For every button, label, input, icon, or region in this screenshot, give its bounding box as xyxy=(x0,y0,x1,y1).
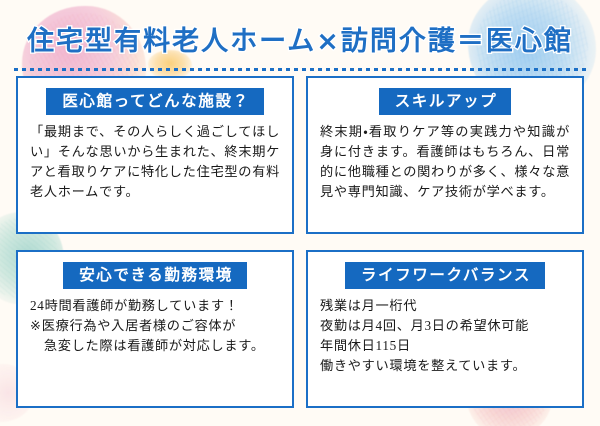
card-heading-life-work-balance: ライフワークバランス xyxy=(345,262,545,289)
card-heading-work-environment: 安心できる勤務環境 xyxy=(63,262,247,289)
card-grid: 医心館ってどんな施設？ 「最期まで、その人らしく過ごしてほしい」そんな思いから生… xyxy=(16,76,584,408)
card-heading-facility-intro: 医心館ってどんな施設？ xyxy=(46,88,264,115)
card-work-environment: 安心できる勤務環境 24時間看護師が勤務しています！ ※医療行為や入居者様のご容… xyxy=(16,250,294,408)
card-body-life-work-balance: 残業は月一桁代 夜勤は月4回、月3日の希望休可能 年間休日115日 働きやすい環… xyxy=(320,298,530,373)
card-life-work-balance: ライフワークバランス 残業は月一桁代 夜勤は月4回、月3日の希望休可能 年間休日… xyxy=(306,250,584,408)
card-skill-up: スキルアップ 終末期・看取りケア等の実践力や知識が身に付きます。看護師はもちろん… xyxy=(306,76,584,234)
card-body-skill-up: 終末期・看取りケア等の実践力や知識が身に付きます。看護師はもちろん、日常的に他職… xyxy=(320,124,570,199)
card-heading-skill-up: スキルアップ xyxy=(378,88,512,115)
card-body-work-environment: 24時間看護師が勤務しています！ ※医療行為や入居者様のご容体が 急変した際は看… xyxy=(30,298,265,353)
page-title: 住宅型有料老人ホーム×訪問介護＝医心館 xyxy=(26,25,573,59)
card-body-facility-intro: 「最期まで、その人らしく過ごしてほしい」そんな思いから生まれた、終末期ケアと看取… xyxy=(30,124,280,199)
dotted-divider xyxy=(14,68,586,71)
card-facility-intro: 医心館ってどんな施設？ 「最期まで、その人らしく過ごしてほしい」そんな思いから生… xyxy=(16,76,294,234)
